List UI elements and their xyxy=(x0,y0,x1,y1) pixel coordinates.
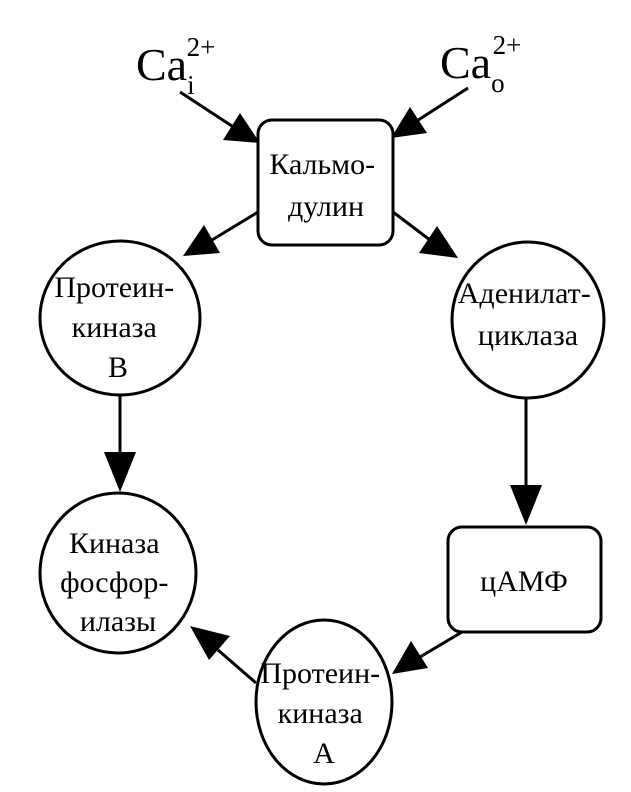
edge-ca-inside-to-calmodulin xyxy=(179,90,239,132)
nodes xyxy=(38,118,606,786)
camp-box xyxy=(446,525,603,634)
camp-label: цАМФ xyxy=(480,565,568,598)
arrowhead xyxy=(183,225,220,256)
phosphorylase-kinase-label: Киназа фосфор- илазы xyxy=(60,527,176,638)
phosphorylase-kinase-ellipse xyxy=(38,491,198,655)
calmodulin-label: Кальмо- дулин xyxy=(269,148,382,223)
ca-outside-label: Cao2+ xyxy=(440,30,521,98)
edges xyxy=(104,86,542,685)
arrowhead xyxy=(392,641,428,674)
adenylate-cyclase-label: Аденилат- циклаза xyxy=(458,277,598,352)
edge-ca-outside-to-calmodulin xyxy=(411,86,469,126)
protein-kinase-a-label: Протеин- киназа А xyxy=(260,657,387,770)
arrowhead xyxy=(190,626,230,660)
arrowhead xyxy=(391,107,427,138)
protein-kinase-b-label: Протеин- киназа В xyxy=(54,271,181,384)
edge-camp-to-pka xyxy=(419,630,463,659)
arrowhead xyxy=(223,113,260,143)
edge-calmodulin-to-pkb xyxy=(211,210,259,242)
calmodulin-box xyxy=(256,118,395,247)
edge-pka-to-phk xyxy=(217,648,257,685)
protein-kinase-a-ellipse xyxy=(254,618,394,786)
edge-calmodulin-to-ac xyxy=(392,210,431,242)
arrowhead xyxy=(104,452,136,492)
arrowhead xyxy=(419,226,458,258)
protein-kinase-b-ellipse xyxy=(38,239,202,397)
adenylate-cyclase-ellipse xyxy=(450,240,606,400)
arrowhead xyxy=(510,485,542,525)
ca-inside-label: Cai2+ xyxy=(136,32,215,100)
